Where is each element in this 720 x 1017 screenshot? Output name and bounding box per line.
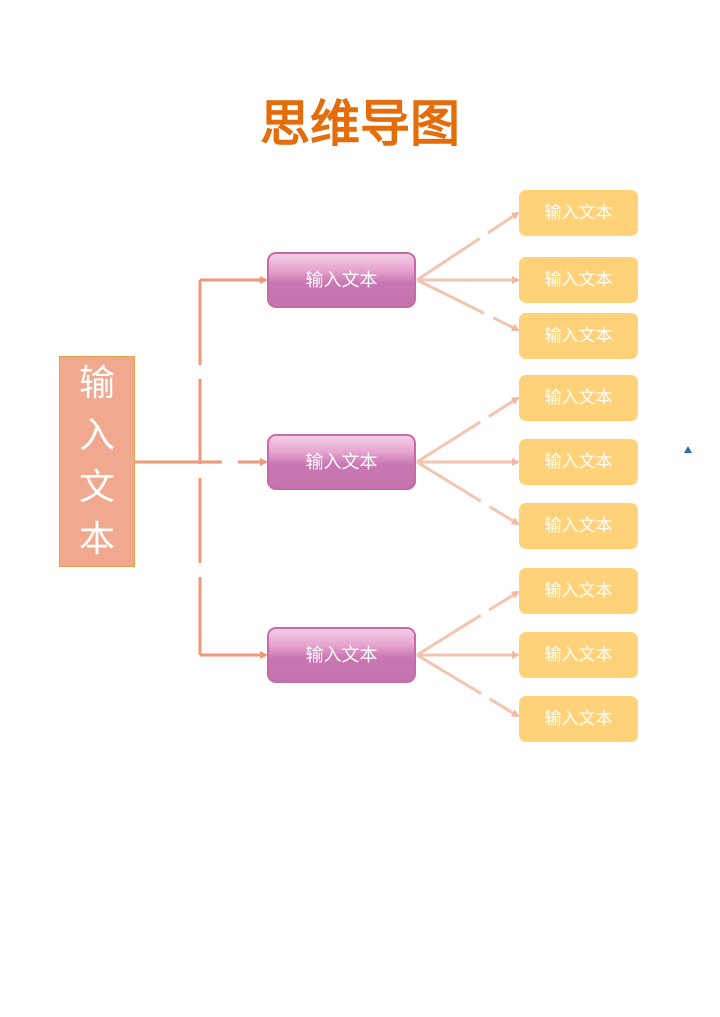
- root-node[interactable]: 输 入 文 本: [59, 356, 135, 567]
- branch-node-3[interactable]: 输入文本: [267, 627, 416, 683]
- page-title: 思维导图: [260, 94, 460, 153]
- branch-node-1[interactable]: 输入文本: [267, 252, 416, 308]
- branch-node-2[interactable]: 输入文本: [267, 434, 416, 490]
- leaf-node[interactable]: 输入文本: [519, 696, 638, 742]
- leaf-node[interactable]: 输入文本: [519, 568, 638, 614]
- root-node-char: 入: [78, 414, 115, 456]
- root-node-char: 输: [78, 362, 115, 404]
- leaf-node[interactable]: 输入文本: [519, 503, 638, 549]
- leaf-node[interactable]: 输入文本: [519, 313, 638, 359]
- root-node-char: 本: [78, 518, 115, 560]
- leaf-connector: [416, 590, 520, 657]
- leaf-connector: [416, 278, 520, 332]
- leaf-node[interactable]: 输入文本: [519, 439, 638, 485]
- leaf-node[interactable]: 输入文本: [519, 375, 638, 421]
- root-node-char: 文: [78, 466, 115, 508]
- leaf-node[interactable]: 输入文本: [519, 257, 638, 303]
- small-triangle-icon: [684, 446, 692, 453]
- leaf-connector: [416, 460, 520, 526]
- leaf-connector: [416, 211, 520, 282]
- leaf-connector: [416, 396, 520, 464]
- leaf-node[interactable]: 输入文本: [519, 632, 638, 678]
- leaf-connector: [416, 653, 520, 718]
- leaf-node[interactable]: 输入文本: [519, 190, 638, 236]
